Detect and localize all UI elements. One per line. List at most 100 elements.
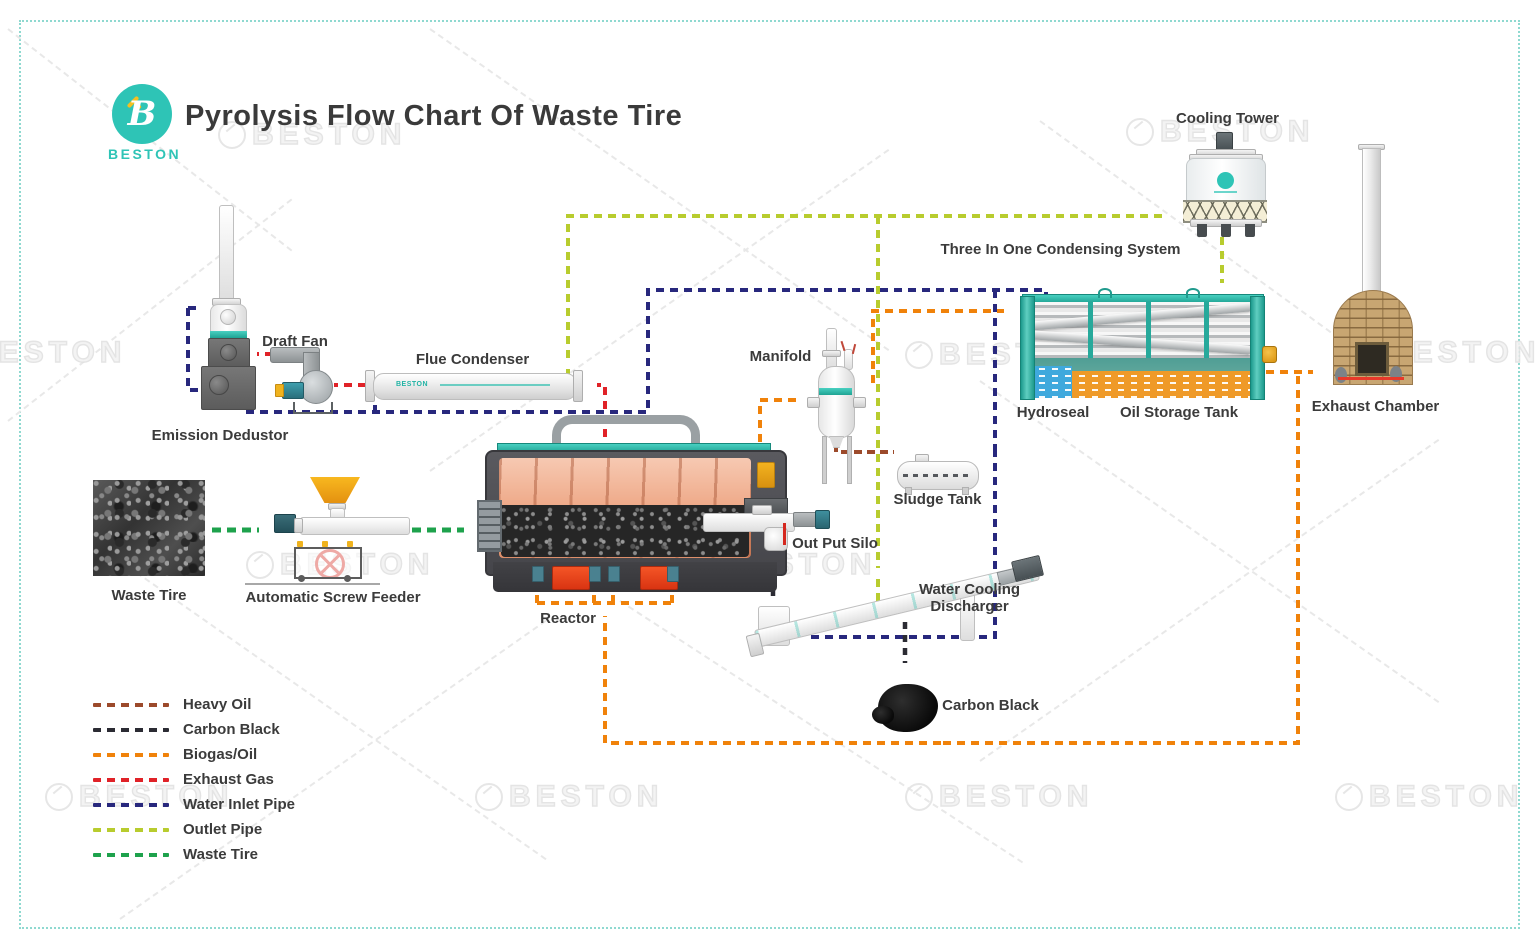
legend-label: Carbon Black — [183, 721, 280, 738]
legend-label: Water Inlet Pipe — [183, 796, 295, 813]
chamber-red-pipe — [1338, 377, 1404, 380]
condenser-stripe — [440, 384, 550, 386]
manifold-leg — [822, 436, 827, 484]
waste-tire-label: Waste Tire — [111, 587, 187, 604]
feeder-coupler — [294, 518, 303, 533]
manifold-label: Manifold — [749, 348, 812, 365]
condensing-post — [1146, 302, 1151, 359]
tower-logo-icon — [1217, 172, 1234, 189]
silo-motor-coupler — [793, 512, 817, 527]
burner-nozzle — [667, 566, 679, 582]
legend-item: Carbon Black — [93, 717, 280, 742]
oil-storage-liquid — [1072, 371, 1252, 398]
burner-nozzle — [532, 566, 544, 582]
manifold-outlet-nozzle — [853, 397, 866, 408]
legend-item: Biogas/Oil — [93, 742, 257, 767]
dedustor-chimney — [219, 205, 234, 302]
brand-name: BESTON — [108, 146, 182, 162]
oil-storage-tank-label: Oil Storage Tank — [1119, 404, 1239, 421]
manifold-top-pipe — [826, 328, 837, 370]
legend-swatch-outlet-pipe — [93, 827, 169, 832]
fan-scroll — [299, 370, 333, 404]
feeder-bolt — [322, 541, 328, 547]
hydroseal-water — [1032, 366, 1072, 398]
tower-logo-text — [1214, 191, 1237, 193]
screw-feeder-label: Automatic Screw Feeder — [245, 589, 421, 606]
carbon-black-pile — [872, 706, 894, 724]
condensing-system-label: Three In One Condensing System — [940, 241, 1181, 258]
beston-logo-icon: B — [112, 84, 172, 144]
feeder-foot — [344, 575, 351, 582]
reactor-inlet-door — [477, 500, 502, 552]
chamber-chimney — [1362, 148, 1381, 294]
condensing-post — [1088, 302, 1093, 359]
dedustor-teal-band — [210, 331, 247, 338]
legend-label: Outlet Pipe — [183, 821, 263, 838]
legend-item: Exhaust Gas — [93, 767, 274, 792]
fan-motor-cap — [275, 384, 284, 397]
tower-leg — [1197, 224, 1207, 237]
legend-swatch-water-inlet — [93, 802, 169, 807]
fan-motor — [282, 382, 304, 399]
condenser-flange — [573, 370, 583, 402]
silo-valve-lever — [783, 523, 786, 545]
chamber-fitting — [1335, 367, 1347, 383]
legend-swatch-waste-tire — [93, 852, 169, 857]
condenser-marking: BESTON — [396, 381, 429, 388]
feeder-bolt — [347, 541, 353, 547]
feeder-foot — [298, 575, 305, 582]
legend-item: Outlet Pipe — [93, 817, 262, 842]
cooling-tower-label: Cooling Tower — [1175, 110, 1280, 127]
fan-base — [293, 402, 333, 414]
burner-nozzle — [589, 566, 601, 582]
legend-item: Waste Tire — [93, 842, 258, 867]
exhaust-chamber-label: Exhaust Chamber — [1311, 398, 1440, 415]
logo-letter: B — [127, 94, 157, 134]
lifting-lug — [1098, 288, 1112, 298]
legend-item: Heavy Oil — [93, 692, 251, 717]
burner-nozzle — [608, 566, 620, 582]
dedustor-port — [220, 344, 237, 361]
legend-label: Waste Tire — [183, 846, 259, 863]
ground-line — [245, 583, 380, 585]
dedustor-port — [220, 309, 236, 325]
hydroseal-label: Hydroseal — [1016, 404, 1090, 421]
lifting-lug — [1186, 288, 1200, 298]
carbon-black-label: Carbon Black — [942, 697, 1039, 714]
flue-condenser-label: Flue Condenser — [415, 351, 530, 368]
feeder-tube — [300, 517, 410, 535]
sludge-tank-leg — [962, 487, 969, 495]
sludge-tank-label: Sludge Tank — [893, 491, 982, 508]
legend-swatch-exhaust-gas — [93, 777, 169, 782]
manifold-vessel — [818, 366, 855, 438]
page-border — [19, 20, 1520, 929]
legend-swatch-biogas-oil — [93, 752, 169, 757]
legend-swatch-heavy-oil — [93, 702, 169, 707]
feeder-frame — [294, 547, 362, 579]
feeder-motor — [274, 514, 296, 533]
waste-tire-photo — [93, 480, 205, 576]
out-put-silo-label: Out Put Silo — [792, 535, 878, 552]
silo-motor — [815, 510, 830, 529]
condenser-shell — [373, 373, 577, 400]
condensing-outlet-valve — [1262, 346, 1277, 363]
draft-fan-label: Draft Fan — [262, 333, 328, 350]
legend-swatch-carbon-black — [93, 727, 169, 732]
condensing-end-cap — [1020, 296, 1035, 400]
emission-dedustor-label: Emission Dedustor — [151, 427, 289, 444]
water-cooling-discharger-label: Water Cooling Discharger — [918, 581, 1021, 616]
condensing-post — [1204, 302, 1209, 359]
sludge-tank-seam — [903, 474, 971, 477]
dedustor-port — [209, 375, 229, 395]
manifold-inlet-nozzle — [807, 397, 820, 408]
feeder-bolt — [297, 541, 303, 547]
legend-label: Biogas/Oil — [183, 746, 258, 763]
reactor-handle — [552, 415, 700, 460]
page-title: Pyrolysis Flow Chart Of Waste Tire — [185, 100, 683, 132]
manifold-teal-band — [819, 388, 852, 395]
legend-label: Heavy Oil — [183, 696, 252, 713]
reactor-label: Reactor — [540, 610, 596, 627]
silo-top-flange — [752, 505, 772, 515]
legend-label: Exhaust Gas — [183, 771, 274, 788]
